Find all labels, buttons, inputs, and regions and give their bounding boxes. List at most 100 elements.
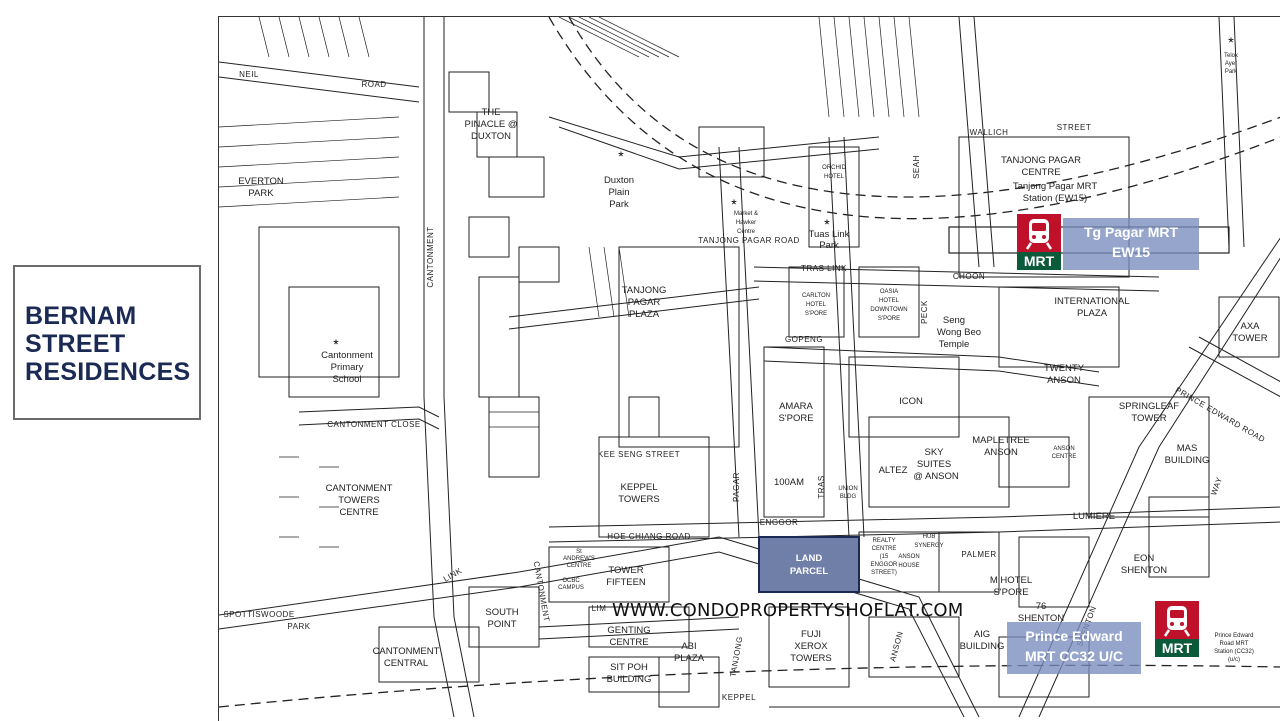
realty-label-3: (15 — [880, 554, 889, 560]
realty-label-4: ENGGOR — [871, 562, 898, 568]
project-title-line-1: BERNAM — [25, 302, 137, 330]
union-label-1: UNION — [838, 486, 857, 492]
springleaf-label-2: TOWER — [1131, 413, 1166, 424]
cantonment-road-west-edge — [423, 17, 455, 718]
cantonment-close — [298, 418, 440, 430]
anson-road — [219, 551, 965, 718]
train-icon — [1017, 214, 1061, 252]
cp-school-label-2: Primary — [331, 362, 364, 373]
lim-label: LIM — [592, 604, 607, 613]
telok-label-1: Telok — [1224, 53, 1239, 59]
oasia-label-3: DOWNTOWN — [870, 307, 907, 313]
cantonment2-label: CANTONMENT — [532, 561, 552, 623]
prince-edward-road — [1198, 336, 1280, 383]
tanjong-pagar-road-label: TANJONG PAGAR ROAD — [698, 236, 800, 245]
map-labels: NEIL ROAD THE PINACLE @ DUXTON EVERTON P… — [223, 53, 1267, 702]
cc-label-2: CENTRAL — [384, 658, 428, 669]
sky-label-1: SKY — [924, 447, 944, 458]
cc-label-1: CANTONMENT — [373, 646, 440, 657]
pinnacle-label-2: PINACLE @ — [465, 119, 518, 130]
tuas-park-label-2: Park — [819, 240, 839, 251]
spottiswoode-label: SPOTTISWOODE — [223, 610, 294, 619]
intl-label-1: INTERNATIONAL — [1054, 296, 1129, 307]
road-label: ROAD — [361, 80, 386, 89]
realty-label-1: REALTY — [873, 538, 896, 544]
shenton76-label-1: 76 — [1036, 601, 1047, 612]
project-title-line-2: STREET — [25, 330, 126, 358]
sitpoh-label-2: BUILDING — [607, 674, 652, 685]
neil-road — [219, 76, 420, 103]
prince-edward-mrt-label: Prince Edward MRT CC32 U/C — [1007, 622, 1141, 674]
duxton-park-label-2: Plain — [608, 187, 629, 198]
orchid-label-2: HOTEL — [824, 174, 845, 180]
mhotel-label-1: M HOTEL — [990, 575, 1032, 586]
twenty-label-2: ANSON — [1047, 375, 1081, 386]
pinnacle-label-3: DUXTON — [471, 131, 511, 142]
union-label-2: BLDG — [840, 494, 857, 500]
tuas-park-asterisk-icon: * — [824, 216, 830, 232]
lumiere-label: LUMIERE — [1073, 511, 1115, 522]
100am-label: 100AM — [774, 477, 804, 488]
project-title-line-3: RESIDENCES — [25, 358, 191, 386]
market-label-1: Market & — [734, 211, 758, 217]
anson-centre-label-1: ANSON — [1053, 446, 1074, 452]
tg-pagar-mrt-label: Tg Pagar MRT EW15 — [1063, 218, 1199, 270]
springleaf-label-1: SPRINGLEAF — [1119, 401, 1179, 412]
anson-house-label-2: HOUSE — [898, 563, 919, 569]
pe-station-label-3: Station (CC32) — [1214, 649, 1254, 655]
mas-label-1: MAS — [1177, 443, 1198, 454]
maxwell-road — [973, 17, 995, 268]
tp-mrt-label-2: Station (EW15) — [1023, 193, 1087, 204]
amara-label-1: AMARA — [779, 401, 813, 412]
mrt-text-badge: MRT — [1155, 639, 1199, 657]
ocbc-label-2: CAMPUS — [558, 585, 584, 591]
twenty-label-1: TWENTY — [1044, 363, 1085, 374]
project-title-box: BERNAM STREET RESIDENCES — [13, 265, 201, 420]
abi-label-1: ABI — [681, 641, 696, 652]
eon-label-1: EON — [1134, 553, 1155, 564]
carlton-label-1: CARLTON — [802, 293, 830, 299]
hoe-chiang-label: HOE CHIANG ROAD — [607, 532, 691, 541]
prince-edward-mrt-line-2: MRT CC32 U/C — [1024, 648, 1123, 664]
mhotel-label-2: S'PORE — [993, 587, 1028, 598]
land-parcel-shape — [758, 536, 860, 593]
land-parcel-label-2: PARCEL — [790, 566, 829, 577]
cantonment-road-label: CANTONMENT — [426, 226, 435, 287]
tower15-label-2: FIFTEEN — [606, 577, 646, 588]
location-map[interactable]: LAND PARCEL NEIL ROAD THE PINACLE @ DUXT… — [218, 16, 1280, 721]
prince-edward-mrt-icon: MRT — [1155, 601, 1199, 657]
aig-label-1: AIG — [974, 629, 990, 640]
palmer-label: PALMER — [961, 550, 996, 559]
cantonment-road-east-edge — [443, 17, 475, 718]
sky-label-3: @ ANSON — [913, 471, 959, 482]
ctc-label-1: CANTONMENT — [326, 483, 393, 494]
keppel-towers-label-1: KEPPEL — [621, 482, 658, 493]
south-point-label-2: POINT — [487, 619, 516, 630]
market-label-3: Centre — [737, 229, 756, 235]
genting-label-1: GENTING — [607, 625, 650, 636]
mas-label-2: BUILDING — [1165, 455, 1210, 466]
anson-house-label-1: ANSON — [898, 554, 919, 560]
way-label: WAY — [1209, 476, 1224, 497]
wallich-street-label-1: STREET — [1057, 123, 1092, 132]
oasia-label-1: OASIA — [880, 289, 898, 295]
peck-label: PECK — [920, 300, 929, 324]
tanjong-label: TANJONG — [729, 636, 745, 678]
seah-label: SEAH — [912, 155, 921, 179]
everton-label-2: PARK — [248, 188, 274, 199]
carlton-label-2: HOTEL — [806, 302, 827, 308]
tras-label: TRAS — [817, 475, 826, 498]
telok-label-2: Ayer — [1225, 61, 1237, 67]
fuji-label-2: XEROX — [794, 641, 828, 652]
tp-centre-label-2: CENTRE — [1021, 167, 1060, 178]
tplaza-label-3: PLAZA — [629, 309, 660, 320]
duxton-park-asterisk-icon: * — [618, 148, 624, 164]
choon-label: CHOON — [953, 272, 985, 281]
realty-label-5: STREET) — [871, 570, 897, 576]
mapletree-label-2: ANSON — [984, 447, 1018, 458]
wallich-label-1: WALLICH — [970, 128, 1009, 137]
abi-label-2: PLAZA — [674, 653, 705, 664]
seng-label-1: Seng — [943, 315, 965, 326]
land-parcel-label-1: LAND — [796, 553, 823, 564]
fuji-label-1: FUJI — [801, 629, 821, 640]
